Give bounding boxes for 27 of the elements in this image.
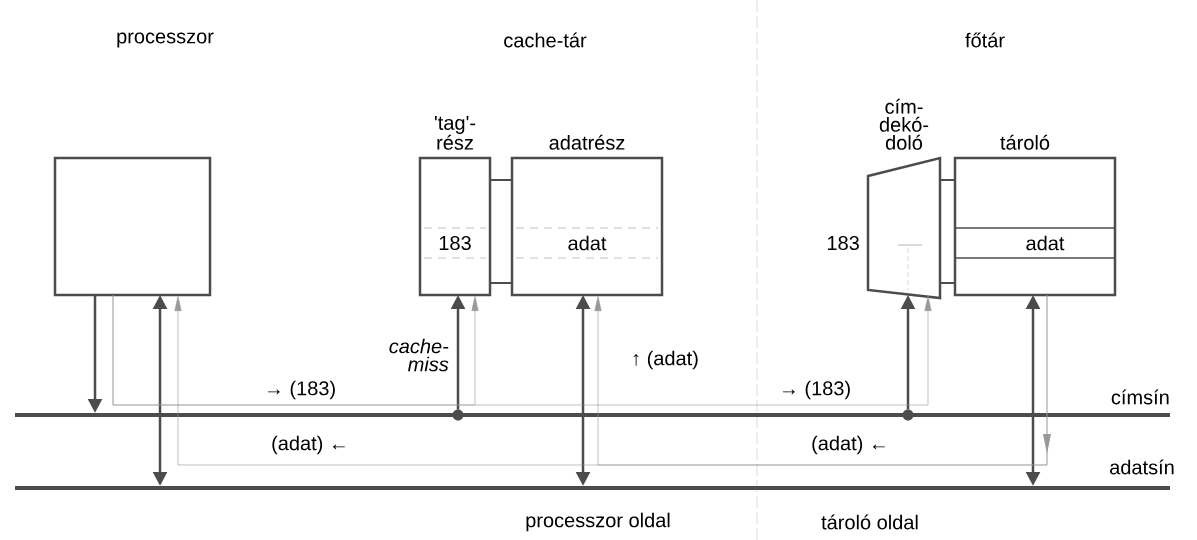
edge-label: (adat) ← [270,434,350,456]
box-heading: tároló [1000,134,1050,150]
edge-label: cache- miss [389,338,449,372]
box-heading: cím- dekó- doló [879,98,929,150]
box-heading: 'tag'- rész [435,115,476,150]
column-heading: processzor [115,31,215,49]
memory-box: adat [510,156,664,297]
flow-label: (adat) ← [810,434,890,456]
processor-box [53,156,212,297]
edge-label: → (183) [262,379,338,401]
connector-link [489,179,513,284]
memory-box: adat [953,156,1117,297]
column-heading: cache-tár [502,31,588,49]
edge-label: ↑ (adat) [630,349,700,371]
signal-arrow [174,294,1051,466]
row-number: 183 [827,235,859,251]
bus-label: címsín [1111,389,1169,405]
box-heading: adatrész [549,134,625,150]
column-heading: főtár [964,31,1006,49]
signal-arrow [594,294,1048,466]
edge-label: → (183) [777,379,853,401]
side-label: processzor oldal [524,511,672,533]
signal-arrow [112,294,932,406]
memory-box: 183 [418,156,492,297]
connector-link [939,179,956,284]
bus-label: adatsín [1110,459,1174,475]
side-label: tároló oldal [820,513,920,531]
